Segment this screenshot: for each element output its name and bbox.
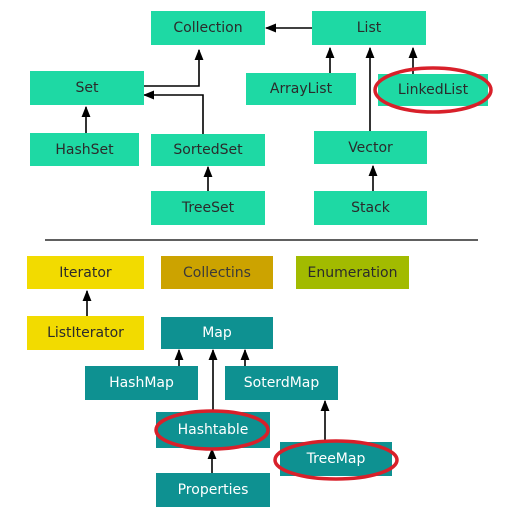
- node-hashtable: Hashtable: [156, 412, 270, 448]
- node-hashset: HashSet: [30, 133, 139, 166]
- node-iterator: Iterator: [27, 256, 144, 289]
- arrow-set-to-collection: [144, 48, 204, 87]
- node-map: Map: [161, 317, 273, 349]
- node-linkedlist: LinkedList: [378, 74, 488, 106]
- node-set: Set: [30, 71, 144, 105]
- node-listiterator: ListIterator: [27, 316, 144, 350]
- node-enumeration: Enumeration: [296, 256, 409, 289]
- node-vector: Vector: [314, 131, 427, 164]
- node-collectins: Collectins: [161, 256, 273, 289]
- node-list: List: [312, 11, 426, 45]
- node-soterdmap: SoterdMap: [225, 366, 338, 400]
- node-arraylist: ArrayList: [246, 73, 356, 105]
- arrow-sortedset-to-set: [142, 90, 204, 134]
- node-stack: Stack: [314, 191, 427, 225]
- node-treeset: TreeSet: [151, 191, 265, 225]
- node-hashmap: HashMap: [85, 366, 198, 400]
- node-properties: Properties: [156, 473, 270, 507]
- node-collection: Collection: [151, 11, 265, 45]
- node-treemap: TreeMap: [280, 442, 392, 476]
- node-sortedset: SortedSet: [151, 134, 265, 166]
